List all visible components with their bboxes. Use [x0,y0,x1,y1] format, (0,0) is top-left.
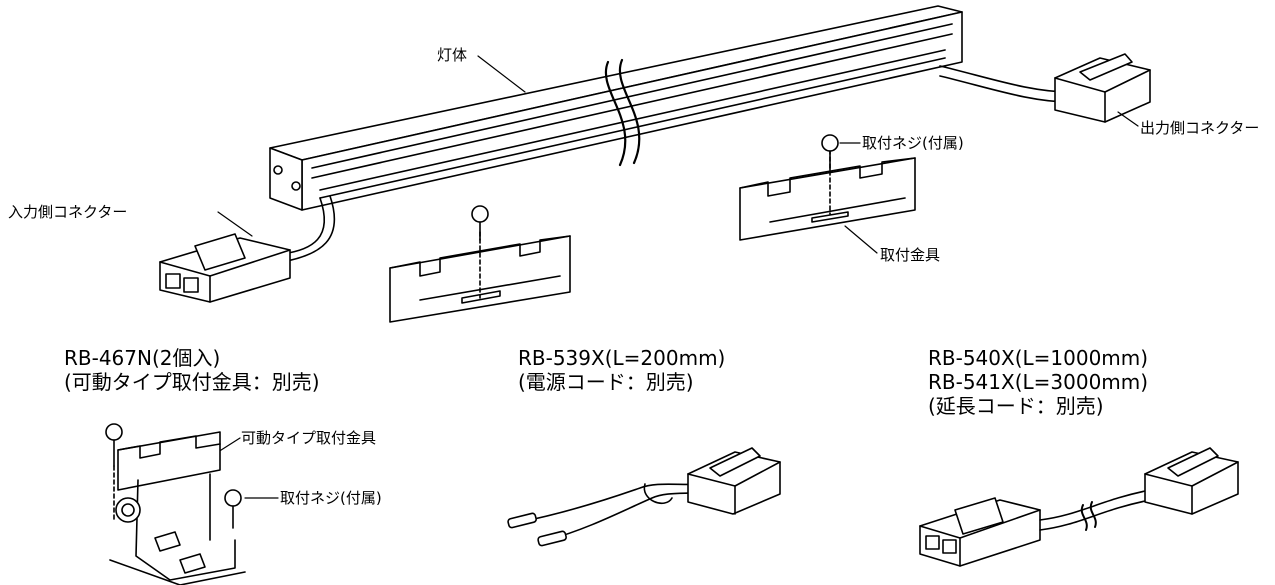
socket-icon [183,277,199,293]
socket-icon [165,273,181,289]
label-movable-bracket: 可動タイプ取付金具 [241,429,377,447]
caption-rb539-line1: RB-539X(L=200mm) [518,346,726,370]
end-cap-screw-icon [291,181,301,191]
output-connector [939,53,1151,123]
caption-rb540-line1: RB-540X(L=1000mm) [928,346,1149,370]
power-cord [507,447,781,547]
end-cap-screw-icon [273,165,283,175]
caption-rb540-line3: (延長コード：別売) [928,394,1104,418]
label-bracket: 取付金具 [880,246,941,264]
label-light-body: 灯体 [437,46,468,64]
screw-icon [224,489,242,507]
label-output-connector: 出力側コネクター [1140,119,1260,137]
screw-icon [821,134,839,152]
caption-rb539: RB-539X(L=200mm) (電源コード：別売) [518,346,725,394]
caption-rb467-line2: (可動タイプ取付金具：別売) [64,370,320,394]
light-body [269,5,963,211]
caption-rb540: RB-540X(L=1000mm) RB-541X(L=3000mm) (延長コ… [928,346,1148,418]
mounting-bracket-right [739,134,916,241]
extension-cord [919,447,1239,567]
leader-lines [217,55,1139,499]
socket-icon [942,539,957,554]
socket-icon [925,535,940,550]
movable-bracket [105,423,246,585]
screw-icon [471,205,489,223]
input-connector [159,195,336,303]
caption-rb539-line2: (電源コード：別売) [518,370,694,394]
label-screw-top: 取付ネジ(付属) [862,134,964,152]
caption-rb540-line2: RB-541X(L=3000mm) [928,370,1149,394]
screw-icon [105,423,123,441]
label-input-connector: 入力側コネクター [8,203,128,221]
caption-rb467: RB-467N(2個入) (可動タイプ取付金具：別売) [64,346,320,394]
label-screw-bottom: 取付ネジ(付属) [280,489,382,507]
caption-rb467-line1: RB-467N(2個入) [64,346,221,370]
mounting-bracket-left [389,205,571,323]
